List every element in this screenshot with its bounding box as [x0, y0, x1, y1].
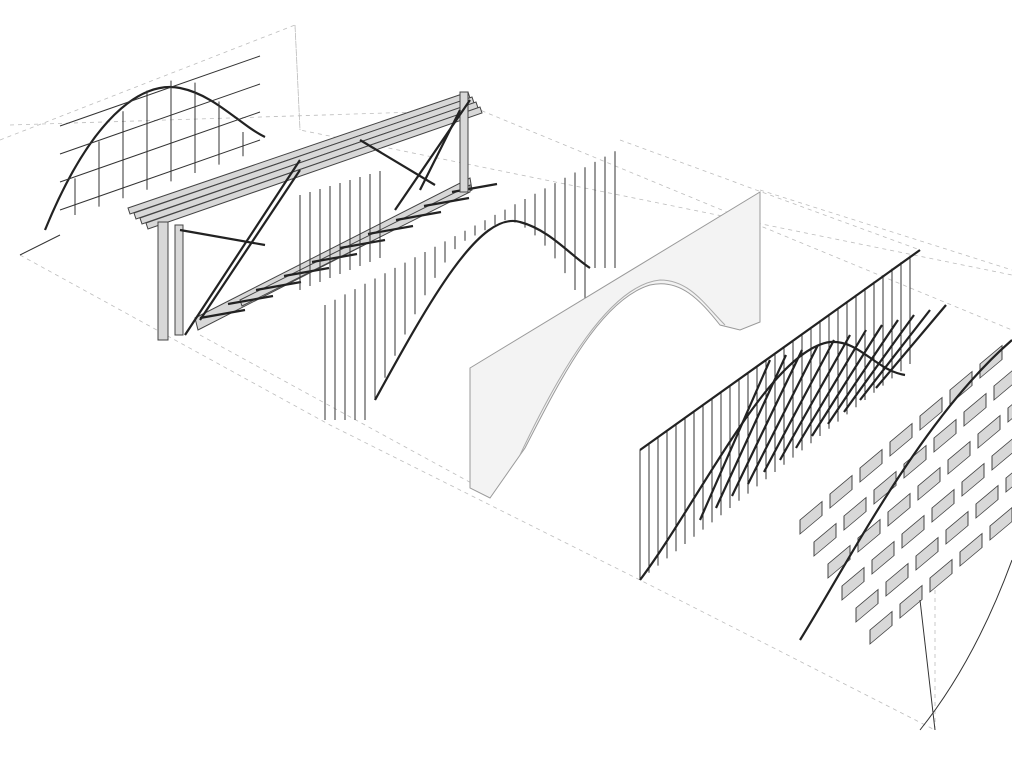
- deck-crossbeam: [395, 210, 442, 222]
- vault-edge: [799, 339, 1012, 641]
- vault-tile: [887, 492, 911, 527]
- vault-support: [919, 599, 936, 731]
- dashed-guide-boxes: [0, 24, 1012, 731]
- vault-tile: [993, 366, 1012, 401]
- deck-crossbeam: [367, 224, 414, 236]
- deck-crossbeam: [255, 280, 302, 292]
- truss-brace: [179, 228, 266, 247]
- arch-base: [19, 234, 61, 256]
- truss-diagonal: [199, 169, 301, 321]
- vertical-line-arch-wall: [324, 151, 616, 420]
- truss-diagonal: [394, 99, 471, 211]
- vault-tile: [899, 584, 923, 619]
- deck-crossbeam: [339, 238, 386, 250]
- steel-truss-bridge: [127, 91, 498, 341]
- vault-tile: [961, 462, 985, 497]
- vault-tile: [929, 558, 953, 593]
- wall-arch-curve: [374, 219, 591, 401]
- vault-tile: [975, 484, 999, 519]
- wall2-diagonal: [714, 354, 788, 509]
- vault-tile: [869, 610, 893, 645]
- arch-horizontal: [59, 139, 261, 211]
- truss-post-left: [157, 221, 169, 341]
- wall2-diagonal: [779, 334, 851, 461]
- wall2-diagonal: [763, 339, 835, 473]
- wall2-diagonal: [731, 349, 803, 497]
- vault-tile: [933, 418, 957, 453]
- vault-tile: [963, 392, 987, 427]
- vault-tile: [857, 518, 881, 553]
- vault-tile: [959, 532, 983, 567]
- solid-wall-panel: [469, 191, 761, 499]
- vault-tile: [915, 536, 939, 571]
- wall2-diagonal: [811, 324, 883, 437]
- vault-tile: [949, 370, 973, 405]
- vault-tile: [947, 440, 971, 475]
- truss-diagonal: [184, 159, 301, 336]
- vault-tile: [1007, 388, 1012, 423]
- solid-arch-wall: [469, 191, 761, 499]
- vault-tile: [901, 514, 925, 549]
- vault-tile: [813, 522, 837, 557]
- arch-horizontal: [59, 55, 261, 127]
- arch-horizontal: [59, 111, 261, 183]
- vault-tile: [919, 396, 943, 431]
- vault-tile: [903, 444, 927, 479]
- wall2-diagonal: [795, 329, 867, 449]
- vault-tile: [829, 474, 853, 509]
- vault-tile: [889, 422, 913, 457]
- guide-line-a: [294, 24, 301, 131]
- guide-box-2: [19, 254, 936, 731]
- guide-line-b: [619, 139, 921, 251]
- wall2-top-edge: [639, 249, 921, 451]
- wall2-diagonal: [747, 344, 819, 485]
- vault-tile: [859, 448, 883, 483]
- vault-tile: [917, 466, 941, 501]
- deck-crossbeam: [283, 266, 330, 278]
- wall2-diagonal: [843, 314, 915, 413]
- vault-tile: [991, 436, 1012, 471]
- vault-tile: [979, 344, 1003, 379]
- vault-tile: [989, 506, 1012, 541]
- vault-tile: [873, 470, 897, 505]
- truss-top-beam: [133, 96, 475, 220]
- vault-tile: [1005, 458, 1012, 493]
- vault-tile: [977, 414, 1001, 449]
- deck-crossbeam: [423, 196, 470, 208]
- vault-tile: [843, 496, 867, 531]
- guide-box-1: [0, 24, 1012, 276]
- deck-crossbeam: [227, 294, 274, 306]
- wall2-diagonal: [859, 309, 931, 401]
- guide-line-d: [199, 334, 476, 486]
- wall2-diagonal: [875, 304, 947, 389]
- truss-diagonal: [419, 109, 461, 191]
- tiled-vault-shell: [799, 339, 1012, 731]
- arch-grid-frame: [19, 55, 266, 256]
- diagonal-line-arch-wall: [639, 249, 947, 581]
- truss-brace: [359, 139, 436, 186]
- wall2-arch-curve: [639, 340, 906, 581]
- vault-tile: [855, 588, 879, 623]
- guide-line-c: [759, 189, 1012, 271]
- vault-tile: [799, 500, 823, 535]
- vault-tile: [931, 488, 955, 523]
- vault-tile: [827, 544, 851, 579]
- deck-crossbeam: [199, 308, 246, 320]
- vault-tile: [841, 566, 865, 601]
- vault-tile: [871, 540, 895, 575]
- vault-tile: [885, 562, 909, 597]
- arch-horizontal: [59, 83, 261, 155]
- wall2-diagonal: [698, 359, 772, 521]
- vault-lower-edge: [919, 559, 1012, 731]
- wall2-diagonal: [827, 319, 899, 425]
- vault-tile: [945, 510, 969, 545]
- solid-wall-arch: [519, 279, 726, 456]
- truss-post-right: [459, 91, 469, 193]
- truss-post-left-2: [174, 224, 184, 336]
